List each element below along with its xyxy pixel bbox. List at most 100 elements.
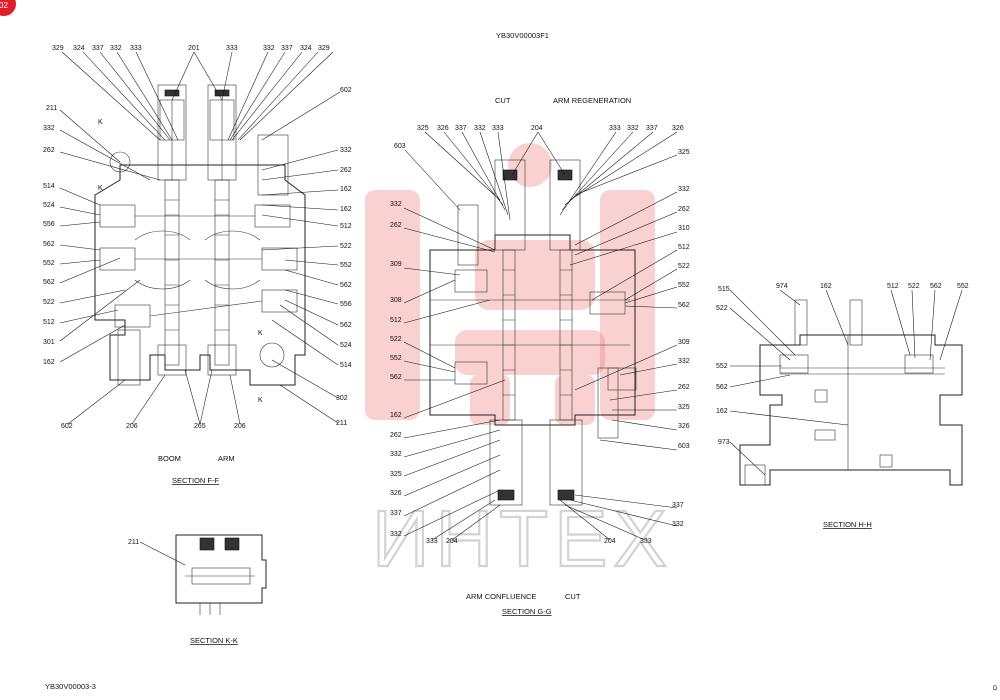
label-562: 562 bbox=[43, 241, 55, 248]
label-603: 603 bbox=[678, 443, 690, 450]
section-gg-title-arm-confluence: ARM CONFLUENCE bbox=[466, 592, 536, 601]
label-309: 309 bbox=[678, 339, 690, 346]
label-326: 326 bbox=[390, 490, 402, 497]
section-hh-caption: SECTION H-H bbox=[823, 520, 872, 529]
label-552: 552 bbox=[390, 355, 402, 362]
label-552: 552 bbox=[340, 262, 352, 269]
label-512: 512 bbox=[887, 283, 899, 290]
label-324: 324 bbox=[73, 45, 85, 52]
label-333: 333 bbox=[130, 45, 142, 52]
label-211: 211 bbox=[128, 539, 139, 546]
label-324: 324 bbox=[300, 45, 312, 52]
label-524: 524 bbox=[340, 342, 352, 349]
label-206: 206 bbox=[234, 423, 246, 430]
label-326: 326 bbox=[672, 125, 684, 132]
label-265: 265 bbox=[194, 423, 206, 430]
section-hh-drawing bbox=[739, 299, 963, 486]
label-262: 262 bbox=[340, 167, 352, 174]
label-325: 325 bbox=[678, 149, 690, 156]
watermark: ИНТЕХ bbox=[365, 143, 673, 584]
label-332: 332 bbox=[390, 531, 402, 538]
label-337: 337 bbox=[92, 45, 104, 52]
label-325: 325 bbox=[678, 404, 690, 411]
label-332: 332 bbox=[672, 521, 684, 528]
section-ff-drawing bbox=[94, 84, 306, 386]
label-602: 602 bbox=[340, 87, 352, 94]
watermark-text: ИНТЕХ bbox=[372, 494, 673, 583]
label-512: 512 bbox=[43, 319, 55, 326]
label-337: 337 bbox=[390, 510, 402, 517]
label-162: 162 bbox=[716, 408, 728, 415]
label-974: 974 bbox=[776, 283, 788, 290]
label-562: 562 bbox=[43, 279, 55, 286]
label-204: 204 bbox=[446, 538, 458, 545]
label-329: 329 bbox=[52, 45, 64, 52]
section-gg-title-cut-top: CUT bbox=[495, 96, 511, 105]
label-333: 333 bbox=[426, 538, 438, 545]
label-552: 552 bbox=[957, 283, 969, 290]
section-ff-caption: SECTION F-F bbox=[172, 476, 219, 485]
label-332: 332 bbox=[678, 358, 690, 365]
section-ff-labels: 329 324 337 332 333 201 333 332 337 324 … bbox=[43, 45, 352, 485]
section-kk-caption: SECTION K-K bbox=[190, 636, 238, 645]
label-514: 514 bbox=[43, 183, 55, 190]
section-marker-k: K bbox=[258, 330, 263, 337]
label-262: 262 bbox=[390, 222, 402, 229]
label-301: 301 bbox=[43, 339, 55, 346]
label-332: 332 bbox=[43, 125, 55, 132]
page-corner-mark: 02 bbox=[0, 1, 8, 10]
watermark-symbol bbox=[365, 143, 655, 425]
label-162: 162 bbox=[43, 359, 55, 366]
label-337: 337 bbox=[646, 125, 658, 132]
label-562: 562 bbox=[930, 283, 942, 290]
label-302: 302 bbox=[336, 395, 348, 402]
label-211: 211 bbox=[336, 420, 347, 427]
label-326: 326 bbox=[437, 125, 449, 132]
label-162: 162 bbox=[340, 206, 352, 213]
section-kk-drawing: 211 SECTION K-K bbox=[128, 534, 267, 645]
label-329: 329 bbox=[318, 45, 330, 52]
label-206: 206 bbox=[126, 423, 138, 430]
label-333: 333 bbox=[609, 125, 621, 132]
label-522: 522 bbox=[43, 299, 55, 306]
label-204: 204 bbox=[604, 538, 616, 545]
label-562: 562 bbox=[678, 302, 690, 309]
label-515: 515 bbox=[718, 286, 730, 293]
label-512: 512 bbox=[678, 244, 690, 251]
label-310: 310 bbox=[678, 225, 690, 232]
label-524: 524 bbox=[43, 202, 55, 209]
label-332: 332 bbox=[474, 125, 486, 132]
label-522: 522 bbox=[340, 243, 352, 250]
section-gg-title-cut-bottom: CUT bbox=[565, 592, 581, 601]
label-512: 512 bbox=[340, 223, 352, 230]
label-552: 552 bbox=[678, 282, 690, 289]
label-562: 562 bbox=[340, 282, 352, 289]
section-gg-caption: SECTION G-G bbox=[502, 607, 552, 616]
label-603: 603 bbox=[394, 143, 406, 150]
label-204: 204 bbox=[531, 125, 543, 132]
label-522: 522 bbox=[390, 336, 402, 343]
section-marker-k: K bbox=[98, 185, 103, 192]
label-211: 211 bbox=[46, 105, 57, 112]
label-333: 333 bbox=[226, 45, 238, 52]
label-522: 522 bbox=[908, 283, 920, 290]
section-ff-leaders bbox=[59, 51, 341, 425]
label-522: 522 bbox=[678, 263, 690, 270]
page-corner-badge: 02 bbox=[0, 0, 16, 16]
section-marker-k: K bbox=[98, 119, 103, 126]
label-333: 333 bbox=[640, 538, 652, 545]
label-514: 514 bbox=[340, 362, 352, 369]
label-522: 522 bbox=[716, 305, 728, 312]
label-309: 309 bbox=[390, 261, 402, 268]
section-gg-leaders bbox=[403, 131, 678, 541]
section-hh-leaders bbox=[729, 289, 963, 476]
section-hh-labels: 515 974 162 512 522 562 552 522 552 562 … bbox=[716, 283, 969, 529]
label-262: 262 bbox=[43, 147, 55, 154]
label-332: 332 bbox=[678, 186, 690, 193]
label-325: 325 bbox=[417, 125, 429, 132]
label-162: 162 bbox=[820, 283, 832, 290]
bottom-right-mark: D bbox=[993, 686, 998, 692]
section-ff-title-boom: BOOM bbox=[158, 454, 181, 463]
